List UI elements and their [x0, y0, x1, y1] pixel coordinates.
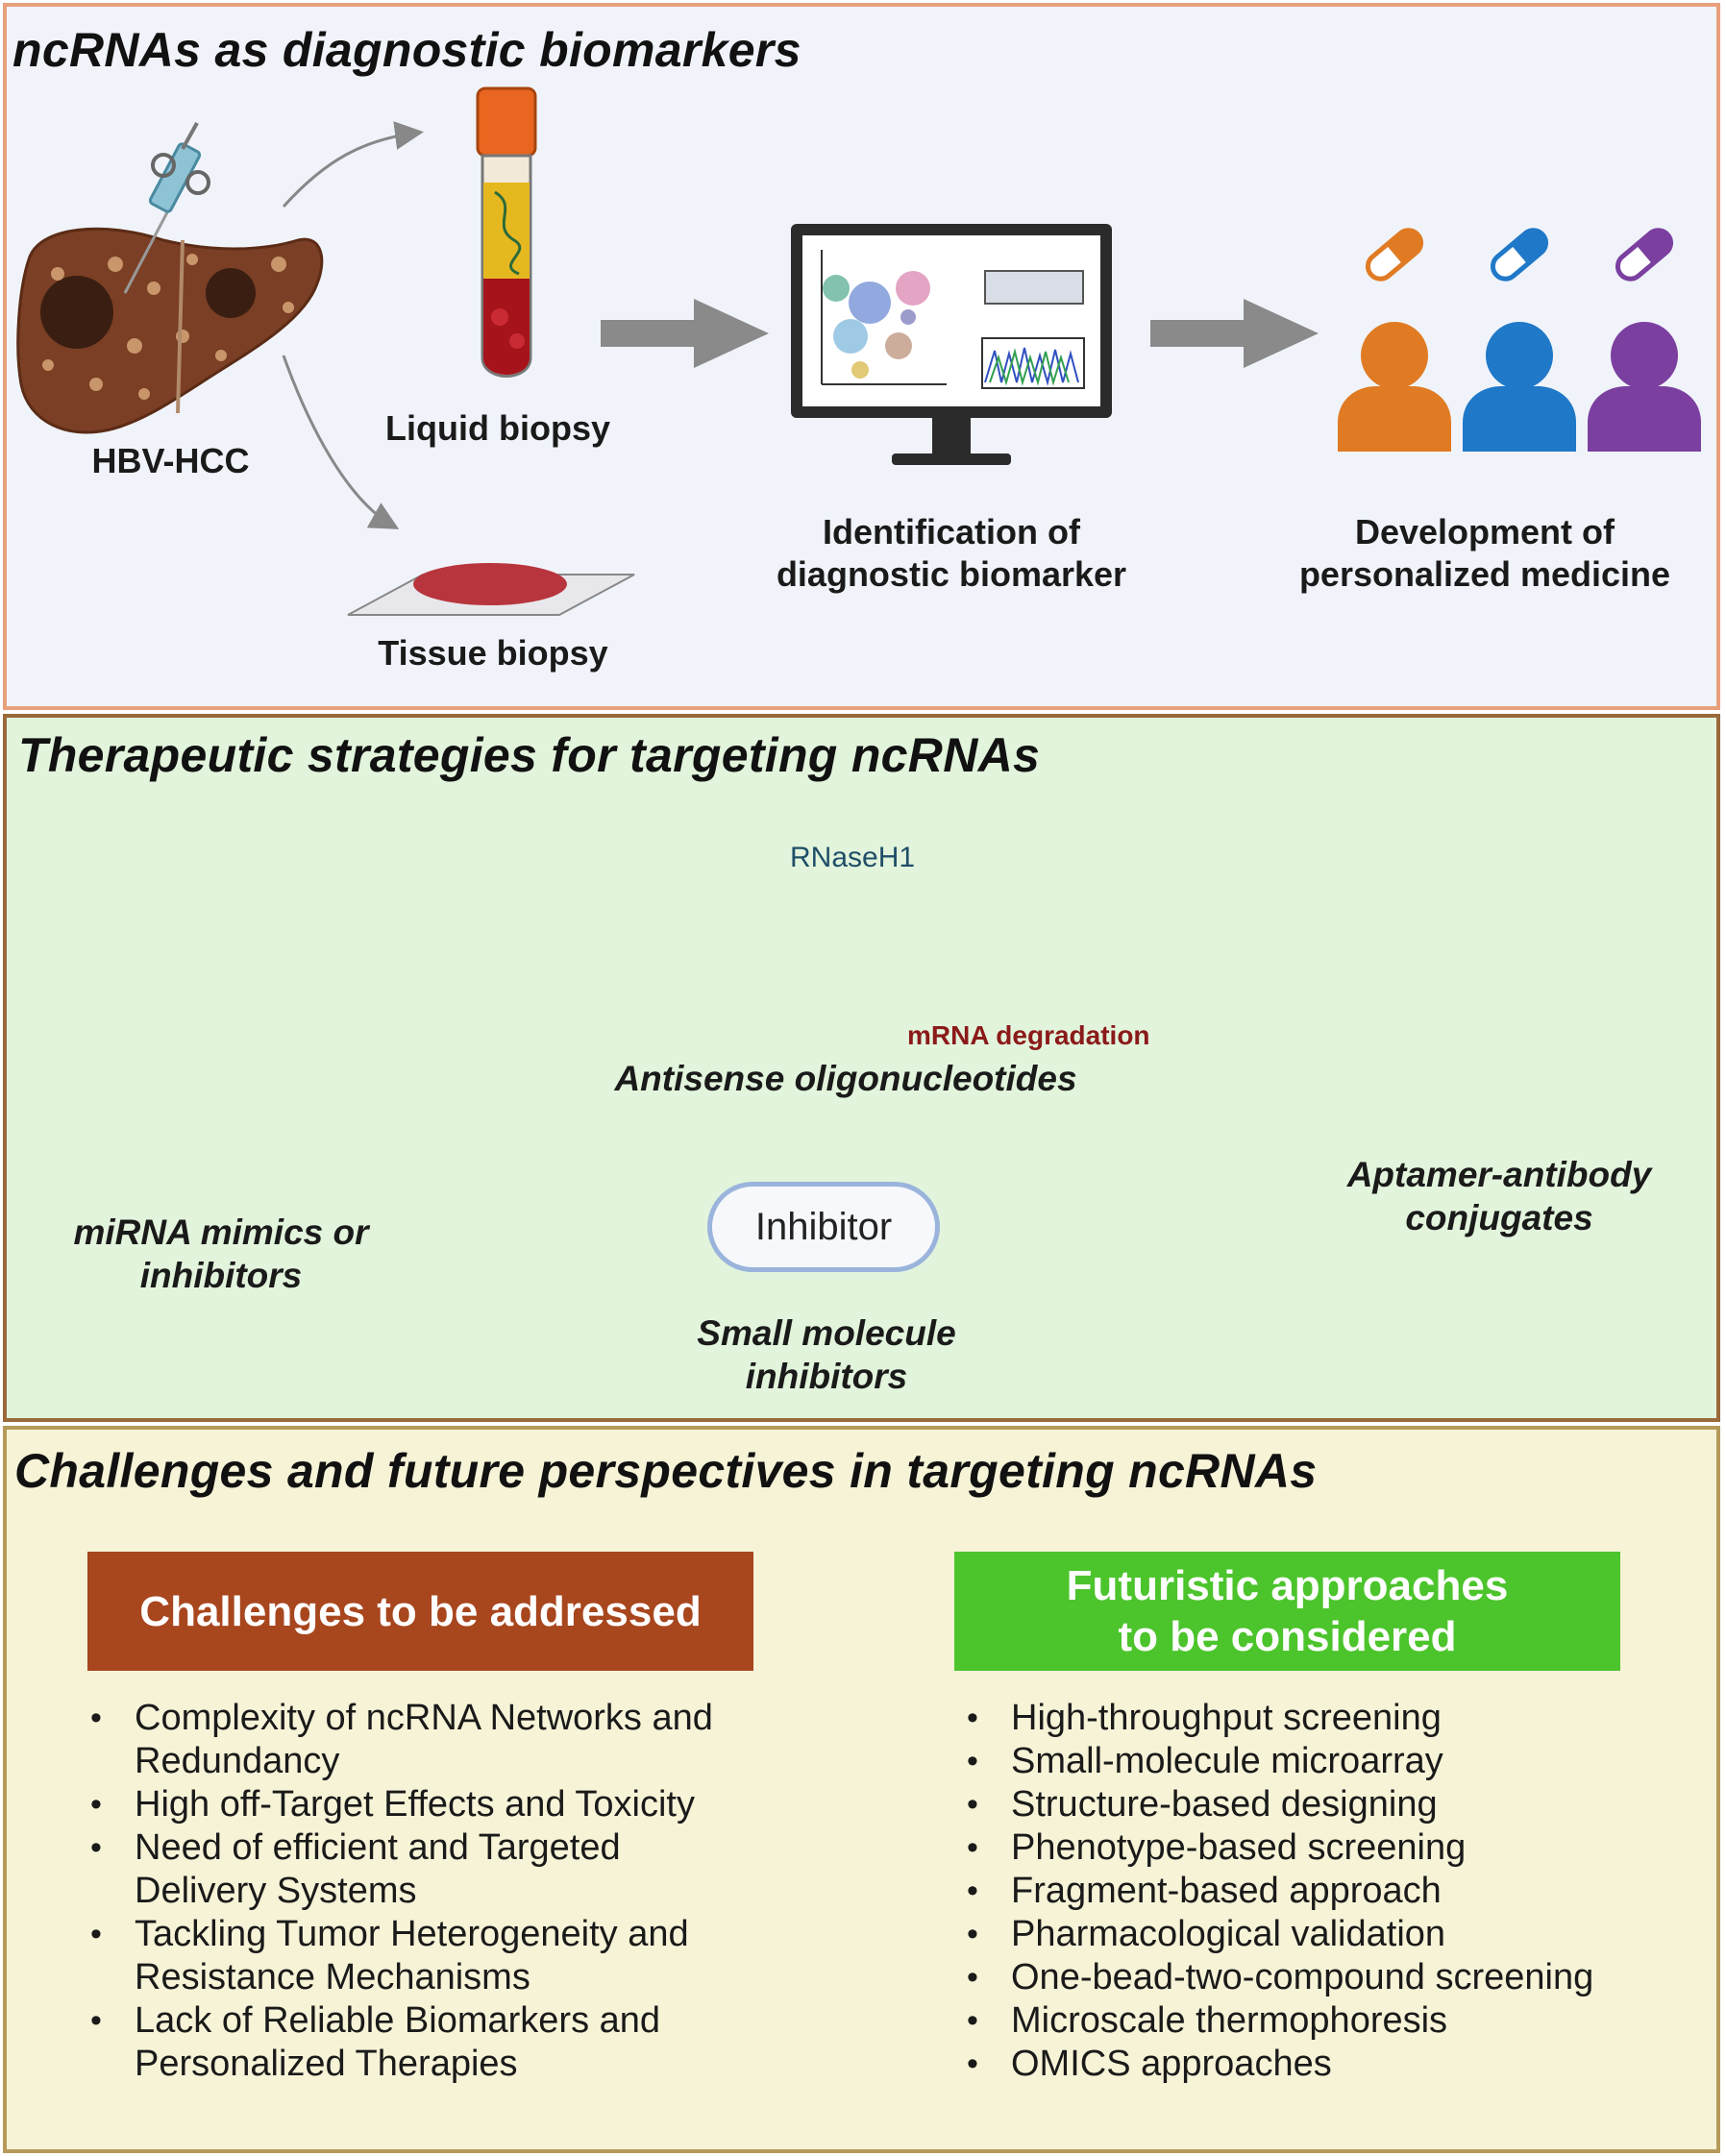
panel-title-therapeutic: Therapeutic strategies for targeting ncR…: [18, 728, 1041, 782]
challenges-header: Challenges to be addressed: [87, 1552, 753, 1671]
label-mirna-mimics: miRNA mimics or inhibitors: [58, 1211, 384, 1297]
label-mrna-degradation: mRNA degradation: [907, 1020, 1150, 1050]
patient-blue-icon: [1463, 228, 1576, 452]
label-identification-line1: Identification of: [823, 512, 1080, 551]
computer-monitor-icon: [791, 224, 1112, 465]
label-tissue-biopsy: Tissue biopsy: [378, 633, 608, 673]
list-item: Structure-based designing: [967, 1783, 1726, 1826]
list-item: High-throughput screening: [967, 1697, 1726, 1740]
label-development-line1: Development of: [1354, 512, 1615, 551]
gray-arrow-2: [1150, 299, 1319, 368]
arrow-to-tissue-biopsy: [282, 355, 400, 529]
label-antisense-oligonucleotides: Antisense oligonucleotides: [614, 1059, 1077, 1098]
label-small-molecule: Small molecule inhibitors: [663, 1311, 990, 1398]
list-item: High off-Target Effects and Toxicity: [90, 1783, 826, 1826]
list-item: Phenotype-based screening: [967, 1826, 1726, 1870]
syringe-icon: [123, 122, 210, 294]
list-item: Pharmacological validation: [967, 1913, 1726, 1956]
inhibitor-pill: Inhibitor: [707, 1182, 940, 1272]
list-item: Complexity of ncRNA Networks andRedundan…: [90, 1697, 826, 1783]
liver-icon: [16, 227, 324, 434]
arrow-to-liquid-biopsy: [282, 121, 424, 208]
patient-icons: [1338, 228, 1701, 452]
label-mirna-mimics-line2: inhibitors: [139, 1256, 303, 1295]
gray-arrow-1: [601, 299, 769, 368]
futuristic-list: High-throughput screening Small-molecule…: [963, 1697, 1726, 2086]
panel-title-challenges: Challenges and future perspectives in ta…: [14, 1444, 1318, 1498]
label-mirna-mimics-line1: miRNA mimics or: [73, 1213, 369, 1252]
list-item: Fragment-based approach: [967, 1870, 1726, 1913]
label-small-molecule-line2: inhibitors: [745, 1357, 908, 1396]
blood-tube-icon: [476, 86, 537, 378]
challenges-list: Complexity of ncRNA Networks andRedundan…: [86, 1697, 826, 2086]
list-item: OMICS approaches: [967, 2043, 1726, 2086]
label-liquid-biopsy: Liquid biopsy: [385, 408, 610, 448]
list-item: Small-molecule microarray: [967, 1740, 1726, 1783]
label-aptamer-antibody: Aptamer-antibody conjugates: [1326, 1153, 1672, 1239]
tissue-slide-icon: [347, 563, 635, 616]
therapeutic-strategies-panel: Therapeutic strategies for targeting ncR…: [3, 714, 1720, 1422]
list-item: Lack of Reliable Biomarkers andPersonali…: [90, 1999, 826, 2086]
label-development: Development of personalized medicine: [1278, 511, 1691, 596]
futuristic-header-line1: Futuristic approaches: [1066, 1562, 1509, 1609]
futuristic-header-line2: to be considered: [1118, 1613, 1457, 1660]
list-item: Tackling Tumor Heterogeneity andResistan…: [90, 1913, 826, 1999]
list-item: Microscale thermophoresis: [967, 1999, 1726, 2043]
panel-title-diagnostic: ncRNAs as diagnostic biomarkers: [12, 23, 801, 77]
label-hbv-hcc: HBV-HCC: [91, 441, 250, 480]
label-identification-line2: diagnostic biomarker: [776, 554, 1127, 594]
patient-orange-icon: [1338, 228, 1451, 452]
label-aptamer-line1: Aptamer-antibody: [1346, 1155, 1652, 1194]
label-identification: Identification of diagnostic biomarker: [759, 511, 1144, 596]
label-aptamer-line2: conjugates: [1405, 1198, 1593, 1237]
label-small-molecule-line1: Small molecule: [697, 1313, 956, 1353]
futuristic-header: Futuristic approaches to be considered: [954, 1552, 1620, 1671]
label-rnaseh1: RNaseH1: [790, 842, 916, 873]
list-item: One-bead-two-compound screening: [967, 1956, 1726, 1999]
label-development-line2: personalized medicine: [1298, 554, 1671, 594]
patient-purple-icon: [1588, 228, 1701, 452]
